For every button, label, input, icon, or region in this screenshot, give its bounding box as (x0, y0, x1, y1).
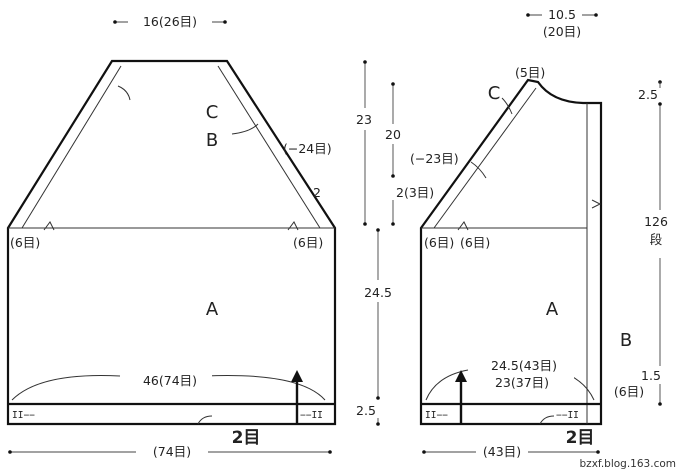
front-width-outer: 24.5(43目) (491, 358, 557, 373)
back-bottom-dim-dot (8, 450, 12, 454)
back-width-mask (126, 372, 212, 388)
back-border-ticks-right: −−II (300, 410, 323, 421)
front-top-dim-dot (594, 13, 598, 17)
front-width-mask (470, 358, 574, 390)
back-left-underarm: (6目) (10, 235, 40, 250)
dim-dot (658, 102, 662, 106)
right-dim-top: 2.5 (638, 87, 658, 102)
front-rib-pointer (539, 415, 555, 425)
dim-rib: 2.5 (356, 403, 376, 418)
front-pointer-decrease (470, 161, 487, 179)
right-dim-band-sts: (6目) (614, 384, 644, 399)
dim-dot (376, 228, 380, 232)
front-letter-c: C (488, 83, 501, 104)
dim-dot (391, 222, 395, 226)
right-dim-band: 1.5 (641, 368, 661, 383)
back-top-dim-dot (223, 20, 227, 24)
back-border-ticks-left: II−− (12, 410, 35, 421)
back-bottom-dim-mask (136, 444, 208, 460)
front-arrow-head (455, 370, 467, 382)
front-raglan-band (433, 87, 537, 229)
back-raglan-band-right (217, 65, 321, 229)
dim-dot (363, 222, 367, 226)
dim-body: 24.5 (364, 285, 392, 300)
back-piece: 16(26目) C B (−24目) 2 (6目) (6目) A 46(74目)… (6, 14, 337, 460)
back-width-arc (11, 375, 326, 401)
dim-raglan-total: 23 (356, 112, 372, 127)
front-decrease: (−23目) (410, 151, 459, 166)
right-dim-rows: 126 (644, 214, 668, 229)
back-small-rows: 2 (313, 185, 321, 200)
back-bottom-width: (74目) (153, 444, 191, 459)
front-left-underarm: (6目) (424, 235, 454, 250)
watermark: bzxf.blog.163.com (580, 458, 676, 470)
dim-dot (376, 422, 380, 426)
back-letter-a: A (206, 299, 219, 320)
dim-underarm: 2(3目) (396, 185, 434, 200)
front-top-dim-mask (542, 7, 582, 21)
front-letter-b: B (620, 330, 632, 351)
front-pointer-c (501, 97, 513, 115)
back-top-dim-dot (113, 20, 117, 24)
dim-dot (363, 60, 367, 64)
front-width-inner: 23(37目) (495, 375, 549, 390)
right-dim-rows-unit: 段 (650, 232, 663, 247)
front-top-stitches: (20目) (543, 24, 581, 39)
back-top-width: 16(26目) (143, 14, 197, 29)
dim-dot (391, 174, 395, 178)
dim-dot (658, 402, 662, 406)
dim-raglan-inner: 20 (385, 127, 401, 142)
front-right-underarm: (6目) (460, 235, 490, 250)
back-pointer-c (117, 85, 131, 101)
middle-dimensions: 23 20 2(3目) 24.5 2.5 (356, 60, 434, 426)
back-left-marker (43, 221, 55, 231)
back-rib-pointer (197, 415, 213, 425)
back-letter-b: B (206, 130, 218, 151)
back-letter-c: C (206, 102, 219, 123)
front-neck: (5目) (515, 65, 545, 80)
back-right-underarm: (6目) (293, 235, 323, 250)
front-bottom-width: (43目) (483, 444, 521, 459)
front-bottom-dim-dot (422, 450, 426, 454)
front-piece: 10.5 (20目) (5目) C (−23目) (6目) (6目) A B 2… (410, 7, 632, 460)
front-left-marker (457, 221, 469, 231)
back-decrease: (−24目) (283, 141, 332, 156)
front-band-pointer (591, 199, 602, 209)
back-raglan-band-left (21, 65, 122, 229)
back-pointer-b (231, 123, 259, 135)
back-top-dim-mask (128, 14, 212, 30)
dim-dot (391, 82, 395, 86)
front-bottom-dim-mask (476, 444, 528, 460)
back-inner-width: 46(74目) (143, 373, 197, 388)
front-outline (419, 78, 603, 426)
front-border-ticks-right: −−II (556, 410, 579, 421)
front-top-dim-dot (526, 13, 530, 17)
back-right-marker (287, 221, 299, 231)
front-bottom-dim-dot (596, 450, 600, 454)
back-outline (6, 59, 337, 426)
front-rib-rows: 2目 (566, 428, 595, 448)
front-top-width: 10.5 (548, 7, 576, 22)
back-rib-rows: 2目 (232, 428, 261, 448)
front-border-ticks-left: II−− (425, 410, 448, 421)
back-arrow-head (291, 370, 303, 382)
back-bottom-dim-dot (328, 450, 332, 454)
front-letter-a: A (546, 299, 559, 320)
right-dimensions: 2.5 126 段 1.5 (6目) (614, 80, 668, 406)
dim-dot (376, 396, 380, 400)
